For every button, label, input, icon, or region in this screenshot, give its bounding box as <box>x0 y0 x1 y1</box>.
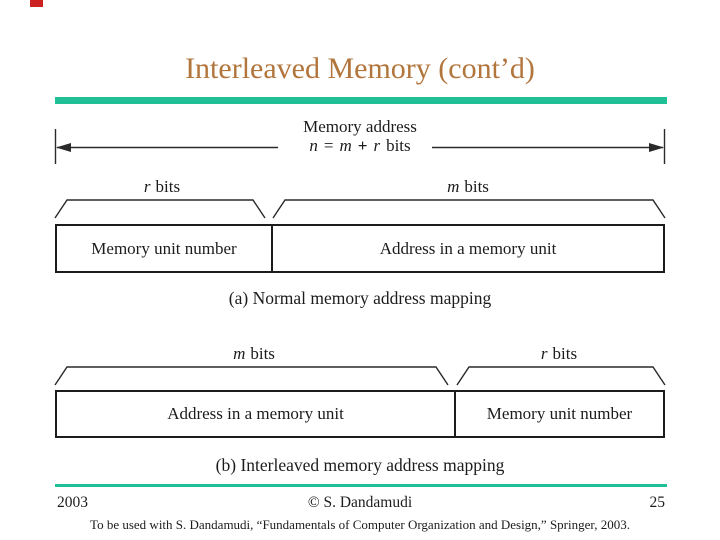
r-bits-var: r <box>143 177 151 196</box>
normal-mapping-table: Memory unit number Address in a memory u… <box>55 224 665 273</box>
r-bits-word: bits <box>552 344 578 363</box>
interleaved-right-cell: Memory unit number <box>486 404 633 423</box>
brace-interleaved-right <box>456 366 666 386</box>
corner-marker <box>30 0 43 7</box>
caption-normal-mapping: (a) Normal memory address mapping <box>228 288 492 308</box>
formula-bits-word: bits <box>386 136 411 155</box>
formula-var-n: n <box>309 136 318 155</box>
interleaved-mapping-table: Address in a memory unit Memory unit num… <box>55 390 665 438</box>
footer-copyright: © S. Dandamudi <box>307 494 413 511</box>
footer-rule <box>55 484 667 487</box>
formula-var-r: r <box>373 136 381 155</box>
brace-normal-left <box>54 199 266 219</box>
r-bits-word: bits <box>155 177 181 196</box>
interleaved-left-cell: Address in a memory unit <box>57 392 456 436</box>
m-bits-var: m <box>233 344 246 363</box>
slide-title: Interleaved Memory (cont’d) <box>185 52 535 85</box>
formula-plus: + <box>357 136 368 155</box>
m-bits-word: bits <box>250 344 275 363</box>
brace-normal-right <box>272 199 666 219</box>
m-bits-word: bits <box>464 177 489 196</box>
memory-address-label: Memory address <box>303 117 417 136</box>
footer-year: 2003 <box>57 494 88 511</box>
footer-attribution: To be used with S. Dandamudi, “Fundament… <box>90 517 630 532</box>
footer-page-number: 25 <box>649 494 666 511</box>
brace-interleaved-left <box>54 366 449 386</box>
formula-equals: = <box>323 136 334 155</box>
normal-left-cell: Memory unit number <box>57 226 273 271</box>
normal-right-cell: Address in a memory unit <box>379 238 557 258</box>
caption-interleaved-mapping: (b) Interleaved memory address mapping <box>215 455 505 475</box>
m-bits-var: m <box>447 177 460 196</box>
formula-var-m: m <box>339 136 352 155</box>
r-bits-var: r <box>540 344 548 363</box>
title-underline-bar <box>55 97 667 104</box>
